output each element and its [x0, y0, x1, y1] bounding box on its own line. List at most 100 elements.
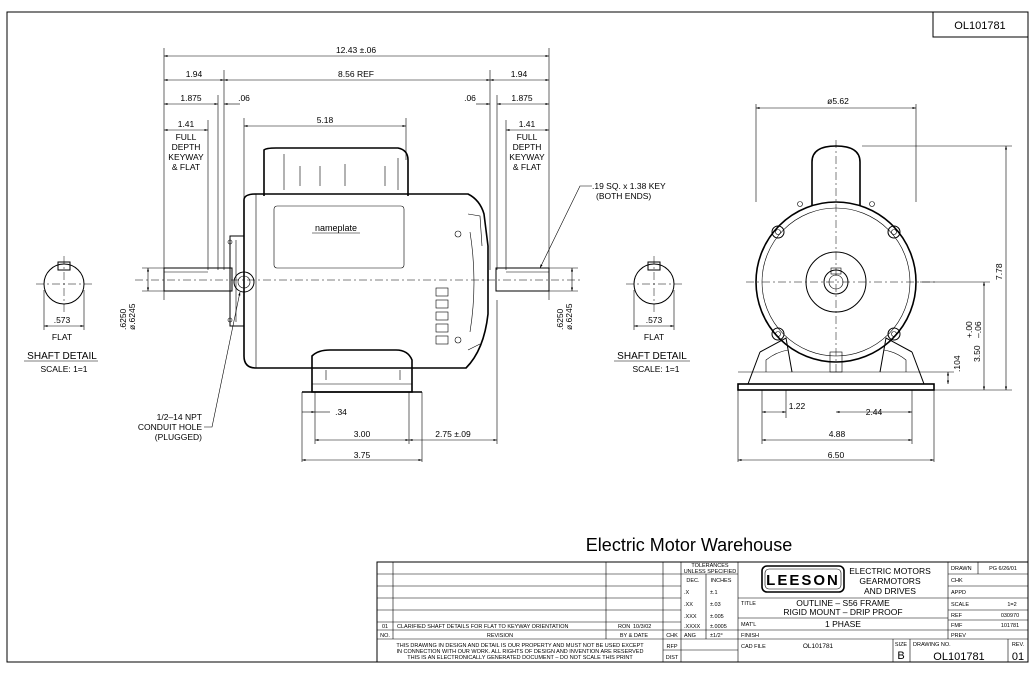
- company-2: GEARMOTORS: [859, 576, 921, 586]
- ref-label: REF: [951, 613, 963, 619]
- shaft-detail-left: .573 FLAT SHAFT DETAIL SCALE: 1=1: [24, 256, 98, 374]
- company-1: ELECTRIC MOTORS: [849, 566, 931, 576]
- drawn-value: PG 6/26/01: [989, 566, 1017, 572]
- dim-right-141: 1.41: [519, 119, 536, 129]
- conduit-3: (PLUGGED): [155, 432, 202, 442]
- shaft-dia-left-b: ø.6245: [127, 303, 137, 330]
- rev-by: RON: [618, 624, 630, 630]
- legal-2: IN CONNECTION WITH OUR WORK. ALL RIGHTS …: [397, 649, 644, 655]
- tol-row3-dec: .XXXX: [684, 624, 701, 630]
- keyway-left-4: & FLAT: [172, 162, 200, 172]
- leeson-logo: LEESON: [766, 572, 840, 589]
- matl-label: MAT'L: [741, 622, 756, 628]
- keyway-left-3: KEYWAY: [168, 152, 204, 162]
- tol-col-dec: DEC.: [686, 578, 700, 584]
- cad-file: OL101781: [803, 643, 834, 650]
- keyway-left-2: DEPTH: [172, 142, 201, 152]
- rev-text: CLARIFIED SHAFT DETAILS FOR FLAT TO KEYW…: [397, 624, 568, 630]
- tol-row0-dec: .X: [684, 590, 690, 596]
- tol-row2-val: ±.005: [710, 614, 724, 620]
- size-label: SIZE: [895, 642, 908, 648]
- leeson-logo-box: [761, 565, 845, 593]
- tol-row4-dec: ANG: [684, 633, 696, 639]
- dist-label: DIST: [666, 655, 679, 661]
- shaft-detail-right: .573 FLAT SHAFT DETAIL SCALE: 1=1: [614, 256, 690, 374]
- dim-518: 5.18: [317, 115, 334, 125]
- scale-value: 1=2: [1007, 602, 1016, 608]
- dim-ref: 8.56 REF: [338, 69, 374, 79]
- tol-head-2: UNLESS SPECIFIED: [684, 569, 737, 575]
- dim-350: 3.50: [972, 345, 982, 362]
- legal-1: THIS DRAWING IN DESIGN AND DETAIL IS OUR…: [396, 643, 644, 649]
- hdr-bydate: BY & DATE: [620, 633, 649, 639]
- shaft-dia-right-a: .6250: [555, 308, 565, 330]
- key-note-1: .19 SQ. x 1.38 KEY: [592, 181, 666, 191]
- key-note-2: (BOTH ENDS): [596, 191, 651, 201]
- rev-date: 10/3/02: [633, 624, 651, 630]
- shaft-detail-title-left: SHAFT DETAIL: [27, 351, 97, 362]
- scale-note-left: SCALE: 1=1: [40, 364, 87, 374]
- dim-right-194: 1.94: [511, 69, 528, 79]
- tol-row4-val: ±1/2°: [710, 633, 723, 639]
- flat-dim-left: .573: [54, 315, 71, 325]
- watermark-title: Electric Motor Warehouse: [586, 535, 792, 555]
- cad-label: CAD FILE: [741, 644, 766, 650]
- doc-id-box: [932, 11, 1029, 38]
- tol-row0-val: ±.1: [710, 590, 718, 596]
- rev-no: 01: [382, 624, 388, 630]
- dim-overall: 12.43 ±.06: [336, 45, 376, 55]
- nameplate-label: nameplate: [315, 223, 357, 233]
- flat-dim-right: .573: [646, 315, 663, 325]
- dim-left-06: .06: [238, 93, 250, 103]
- dim-104: .104: [952, 355, 962, 372]
- tol-row2-dec: .XXX: [684, 614, 697, 620]
- hdr-no: NO.: [380, 633, 390, 639]
- dim-562: ø5.62: [827, 96, 849, 106]
- rev-value: 01: [1012, 651, 1024, 663]
- size-value: B: [897, 650, 904, 662]
- end-view: ø5.62 7.78 3.50 +.00 –.06 .104 1.22 2.44…: [737, 96, 1012, 462]
- title-1: OUTLINE – S56 FRAME: [796, 598, 890, 608]
- dim-122: 1.22: [789, 401, 806, 411]
- dim-244: 2.44: [866, 407, 883, 417]
- tol-row1-dec: .XX: [684, 602, 693, 608]
- keyway-right-2: DEPTH: [513, 142, 542, 152]
- dwg-no: OL101781: [933, 651, 984, 663]
- tol-head-1: TOLERANCES: [691, 563, 729, 569]
- dim-034: .34: [335, 407, 347, 417]
- drawn-label: DRAWN: [951, 566, 972, 572]
- dim-778: 7.78: [994, 263, 1004, 280]
- tol-minus: –.06: [973, 321, 983, 338]
- fmf-label: FMF: [951, 623, 963, 629]
- keyway-left-1: FULL: [176, 132, 197, 142]
- appd-label: APPD: [951, 590, 966, 596]
- flat-label-left: FLAT: [52, 332, 72, 342]
- flat-label-right: FLAT: [644, 332, 664, 342]
- legal-3: THIS IS AN ELECTRONICALLY GENERATED DOCU…: [407, 655, 633, 661]
- keyway-right-3: KEYWAY: [509, 152, 545, 162]
- scale-label: SCALE: [951, 602, 969, 608]
- sheet-border: [6, 11, 1029, 663]
- scale-note-right: SCALE: 1=1: [632, 364, 679, 374]
- hdr-chk: CHK: [666, 633, 678, 639]
- dim-right-06: .06: [464, 93, 476, 103]
- keyway-right-1: FULL: [517, 132, 538, 142]
- prev-label: PREV: [951, 633, 966, 639]
- finish-label: FINISH: [741, 633, 759, 639]
- dim-left-141: 1.41: [178, 119, 195, 129]
- hdr-revision: REVISION: [487, 633, 513, 639]
- dim-300: 3.00: [354, 429, 371, 439]
- dim-left-1875: 1.875: [180, 93, 202, 103]
- tol-col-inches: INCHES: [711, 578, 732, 584]
- title-label: TITLE: [741, 601, 756, 607]
- tol-row1-val: ±.03: [710, 602, 721, 608]
- tol-plus: +.00: [964, 321, 974, 338]
- ref-value: 030970: [1001, 613, 1019, 619]
- shaft-dia-right-b: ø.6245: [564, 303, 574, 330]
- dwg-label: DRAWING NO.: [913, 642, 951, 648]
- keyway-right-4: & FLAT: [513, 162, 541, 172]
- conduit-2: CONDUIT HOLE: [138, 422, 202, 432]
- dim-275: 2.75 ±.09: [435, 429, 471, 439]
- title-block: 01 CLARIFIED SHAFT DETAILS FOR FLAT TO K…: [376, 561, 1029, 663]
